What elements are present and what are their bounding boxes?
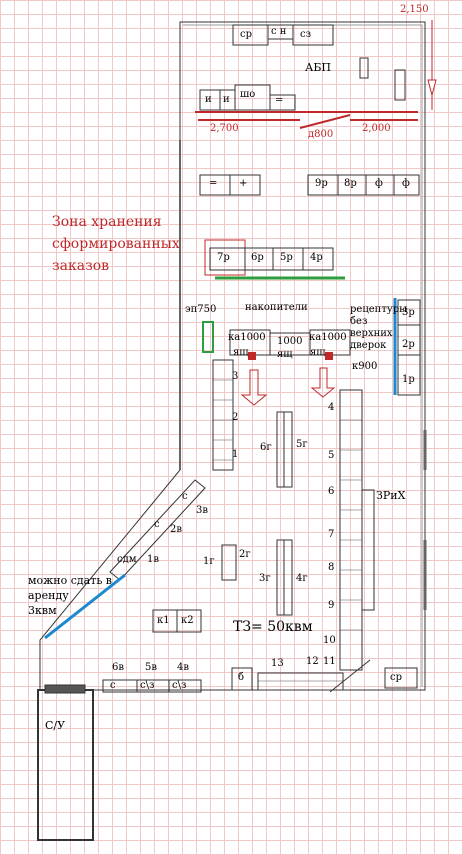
rack-10-label: 10 bbox=[323, 635, 336, 646]
shelf-8r-label: 8р bbox=[344, 178, 357, 189]
sr-bottom-label: ср bbox=[390, 672, 403, 683]
rack-3-label: 3 bbox=[232, 371, 239, 382]
rack-11-label: 11 bbox=[323, 656, 336, 667]
nakopiteli-label: накопители bbox=[245, 302, 308, 313]
rack-1-label: 1 bbox=[232, 449, 239, 460]
shelf-plus-label: + bbox=[239, 178, 248, 189]
storage-zone-line1: Зона хранения bbox=[52, 214, 162, 230]
sz-label: сз bbox=[300, 29, 312, 40]
diag-c1-label: с bbox=[182, 491, 188, 502]
zrih-label: ЗРиХ bbox=[376, 489, 406, 502]
rack-6v-label: 6в bbox=[112, 662, 124, 673]
rack-2-label: 2 bbox=[232, 412, 239, 423]
sn-label: с н bbox=[271, 26, 287, 37]
gondola-1g-label: 1г bbox=[203, 556, 215, 567]
dim-right: 2,000 bbox=[362, 123, 391, 134]
shelf-1r-label: 1р bbox=[402, 374, 415, 385]
shelf-f2-label: ф bbox=[402, 178, 410, 189]
storage-zone-line2: сформированных bbox=[52, 236, 180, 252]
receptury-line2: без bbox=[350, 316, 368, 327]
abp-label: АБП bbox=[305, 61, 332, 74]
diag-c2-label: с bbox=[154, 519, 160, 530]
i2-label: и bbox=[223, 94, 230, 105]
ka1000-left-label: ка1000 bbox=[228, 332, 266, 343]
rent-line3: 3квм bbox=[28, 604, 57, 617]
receptury-line4: дверок bbox=[350, 340, 387, 351]
rack-12-label: 12 bbox=[306, 656, 319, 667]
k1-label: к1 bbox=[157, 615, 170, 626]
b-label: б bbox=[238, 672, 245, 683]
yash1-label: ящ bbox=[233, 347, 249, 358]
storage-zone-line3: заказов bbox=[52, 258, 110, 274]
bottom-c-label: с bbox=[110, 680, 116, 691]
yash2-label: ящ bbox=[277, 349, 293, 360]
ka1000-right-label: ка1000 bbox=[309, 332, 347, 343]
c1000-label: 1000 bbox=[277, 336, 303, 347]
receptury-line3: верхних bbox=[350, 328, 393, 339]
gondola-3g-label: 3г bbox=[259, 573, 271, 584]
gondola-4g-label: 4г bbox=[296, 573, 308, 584]
rent-line1: можно сдать в bbox=[28, 574, 113, 587]
yash3-label: ящ bbox=[310, 347, 326, 358]
rack-2v-label: 2в bbox=[170, 524, 182, 535]
rack-6-label: 6 bbox=[328, 486, 335, 497]
shelf-9r-label: 9р bbox=[315, 178, 328, 189]
sr-top-label: ср bbox=[240, 29, 253, 40]
rack-4-label: 4 bbox=[328, 402, 335, 413]
sdm-label: сдм bbox=[117, 554, 137, 565]
shelf-6r-label: 6р bbox=[251, 252, 264, 263]
ep750-label: эп750 bbox=[185, 304, 217, 315]
rack-13-label: 13 bbox=[271, 658, 284, 669]
gondola-6g-label: 6г bbox=[260, 442, 272, 453]
rack-5v-label: 5в bbox=[145, 662, 157, 673]
shelf-7r-label: 7р bbox=[217, 252, 230, 263]
shelf-3r-label: 3р bbox=[402, 307, 415, 318]
rack-5-label: 5 bbox=[328, 450, 335, 461]
rack-4v-label: 4в bbox=[177, 662, 189, 673]
tz-unit: м bbox=[301, 619, 313, 635]
eq-top-label: = bbox=[275, 95, 284, 106]
shelf-eq-label: = bbox=[209, 178, 218, 189]
shelf-f1-label: ф bbox=[375, 178, 383, 189]
tz-label: ТЗ= 50квм bbox=[233, 620, 313, 634]
rack-7-label: 7 bbox=[328, 529, 335, 540]
gondola-5g-label: 5г bbox=[296, 439, 308, 450]
rack-9-label: 9 bbox=[328, 600, 335, 611]
rack-8-label: 8 bbox=[328, 562, 335, 573]
bottom-cz1-label: с\з bbox=[140, 680, 155, 691]
dim-door: д800 bbox=[308, 129, 334, 140]
shelf-5r-label: 5р bbox=[280, 252, 293, 263]
sho-label: шо bbox=[240, 89, 256, 100]
su-label: С/У bbox=[45, 719, 66, 732]
tz-value: ТЗ= 50кв bbox=[233, 619, 302, 635]
rack-1v-label: 1в bbox=[147, 554, 159, 565]
gondola-2g-label: 2г bbox=[239, 549, 251, 560]
rack-3v-label: 3в bbox=[196, 505, 208, 516]
dim-left: 2,700 bbox=[210, 123, 239, 134]
rent-line2: аренду bbox=[28, 589, 69, 602]
bottom-cz2-label: с\з bbox=[172, 680, 187, 691]
shelf-2r-label: 2р bbox=[402, 339, 415, 350]
i1-label: и bbox=[205, 94, 212, 105]
k2-label: к2 bbox=[181, 615, 194, 626]
receptury-line1: рецептуры bbox=[350, 304, 408, 315]
k900-label: к900 bbox=[352, 361, 378, 372]
shelf-4r-label: 4р bbox=[310, 252, 323, 263]
dim-top-right: 2,150 bbox=[400, 4, 429, 15]
